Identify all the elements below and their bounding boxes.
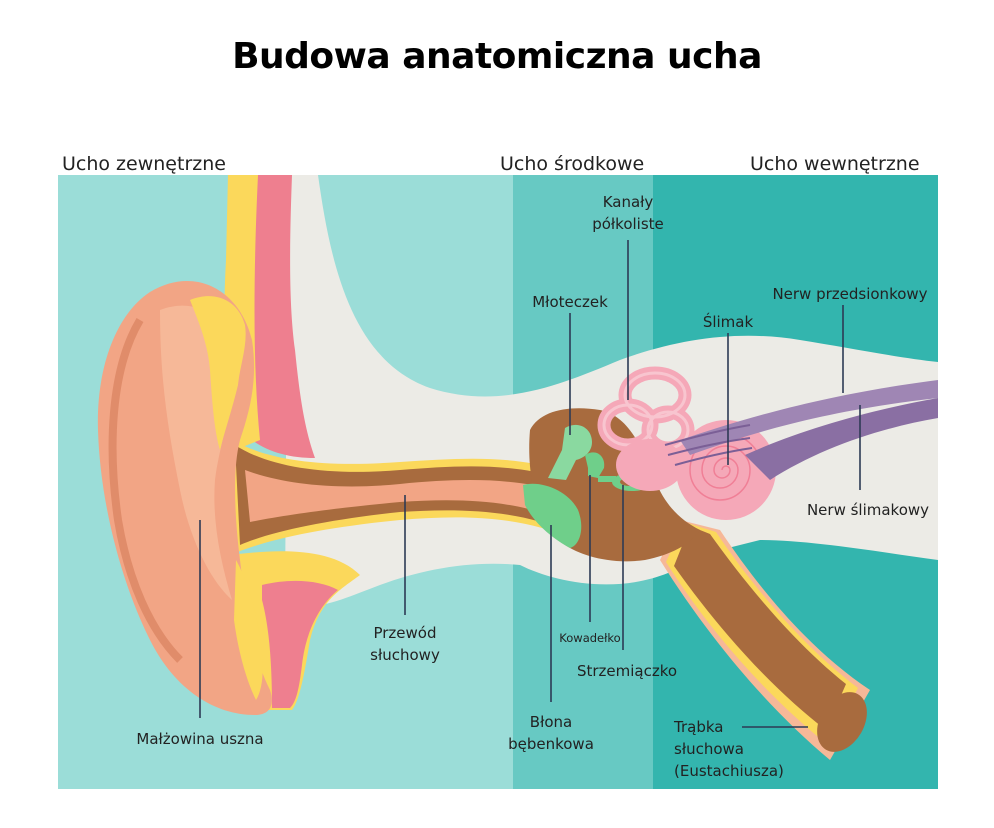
label-przewod-line-2: słuchowy <box>370 646 440 664</box>
label-malzowina: Małżowina uszna <box>136 730 264 748</box>
vestibular-nerve <box>680 380 938 455</box>
label-trabka-line-1: Trąbka <box>674 718 724 736</box>
incus <box>585 452 605 478</box>
malleus <box>548 424 592 480</box>
region-outer-ear: Ucho zewnętrzne <box>62 153 226 175</box>
auricle-lower-yellow <box>234 560 263 700</box>
vestibule <box>616 439 684 491</box>
region-middle-ear: Ucho środkowe <box>500 153 645 175</box>
label-blona: Błona bębenkowa <box>506 711 596 755</box>
label-blona-line-2: bębenkowa <box>508 735 594 753</box>
label-przewod: Przewód słuchowy <box>345 622 465 666</box>
canal-posterior-lumen <box>602 403 654 447</box>
label-mloteczek: Młoteczek <box>532 293 608 311</box>
nerve-fiber-2 <box>667 437 751 456</box>
cochlea-spiral <box>689 433 763 501</box>
eustachian-tube-brown <box>674 526 846 730</box>
label-trabka-line-2: słuchowa <box>674 740 744 758</box>
stapes-neck <box>598 476 616 482</box>
label-kowadelko: Kowadełko <box>559 631 621 645</box>
leader-lines <box>199 240 861 728</box>
region-inner-ear: Ucho wewnętrzne <box>750 153 920 175</box>
label-przewod-line-1: Przewód <box>373 624 437 642</box>
label-blona-line-1: Błona <box>529 713 573 731</box>
eustachian-tube-opening <box>817 692 867 752</box>
label-strzemiaczko: Strzemiączko <box>576 662 678 680</box>
label-nerw-przedsionkowy: Nerw przedsionkowy <box>772 285 928 303</box>
label-slimak: Ślimak <box>702 313 754 331</box>
label-nerw-slimakowy: Nerw ślimakowy <box>806 501 930 519</box>
label-kanaly-line-2: półkoliste <box>592 215 664 233</box>
eardrum <box>523 483 582 548</box>
nerve-fiber-1 <box>664 424 751 446</box>
label-trabka-line-3: (Eustachiusza) <box>674 762 784 780</box>
label-kanaly-line-1: Kanały <box>602 193 654 211</box>
cochlear-nerve <box>745 398 938 480</box>
auricle-inner-fold <box>108 317 183 663</box>
label-kanaly: Kanały półkoliste <box>578 191 678 235</box>
label-trabka: Trąbka słuchowa (Eustachiusza) <box>674 716 804 782</box>
cartilage-upper <box>248 175 315 458</box>
nerve-fiber-3 <box>674 447 753 466</box>
auricle-upper-yellow <box>190 296 246 450</box>
ear-canal-inner <box>245 470 562 522</box>
cartilage-lower-pink <box>262 580 338 708</box>
nerve-fibers <box>664 424 753 466</box>
page-title: Budowa anatomiczna ucha <box>232 36 762 77</box>
